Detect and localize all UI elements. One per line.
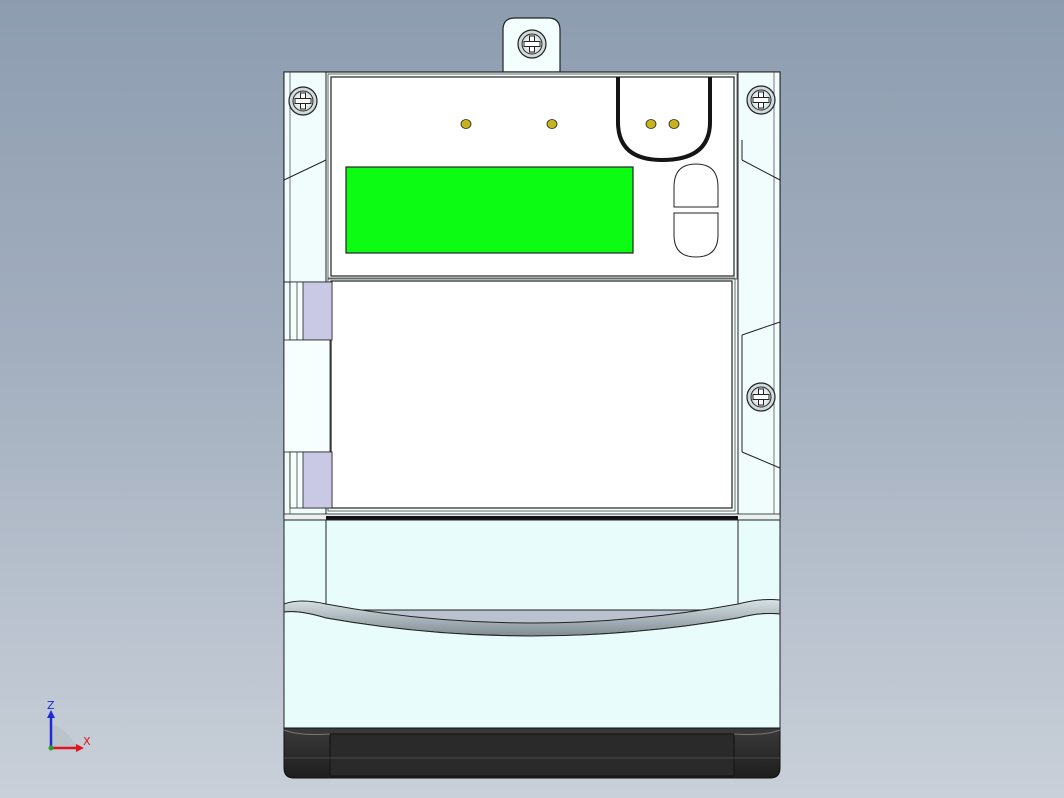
screw-top-icon	[517, 29, 547, 59]
meter-base	[283, 727, 781, 779]
axis-triad: Z X	[47, 699, 91, 752]
screw-left-icon	[288, 86, 318, 116]
y-axis-origin	[48, 745, 54, 751]
terminal-cover	[283, 519, 781, 735]
button-group	[673, 163, 719, 258]
scroll-down-button[interactable]	[673, 212, 719, 258]
seal-wire	[616, 77, 712, 163]
x-axis-label: X	[83, 735, 91, 748]
left-hinge-panels	[283, 281, 333, 509]
triad-plane-icon	[51, 724, 78, 748]
led-1	[460, 119, 472, 129]
divider-strip	[283, 513, 781, 521]
screw-right-lower-icon	[746, 382, 776, 412]
nameplate-window	[330, 280, 733, 509]
led-2	[546, 119, 558, 129]
lcd-display	[345, 166, 634, 254]
led-3	[645, 119, 657, 129]
screw-right-icon	[746, 85, 776, 115]
led-group	[460, 119, 680, 129]
led-4	[668, 119, 680, 129]
z-axis-label: Z	[47, 699, 55, 712]
scroll-up-button[interactable]	[673, 163, 719, 208]
